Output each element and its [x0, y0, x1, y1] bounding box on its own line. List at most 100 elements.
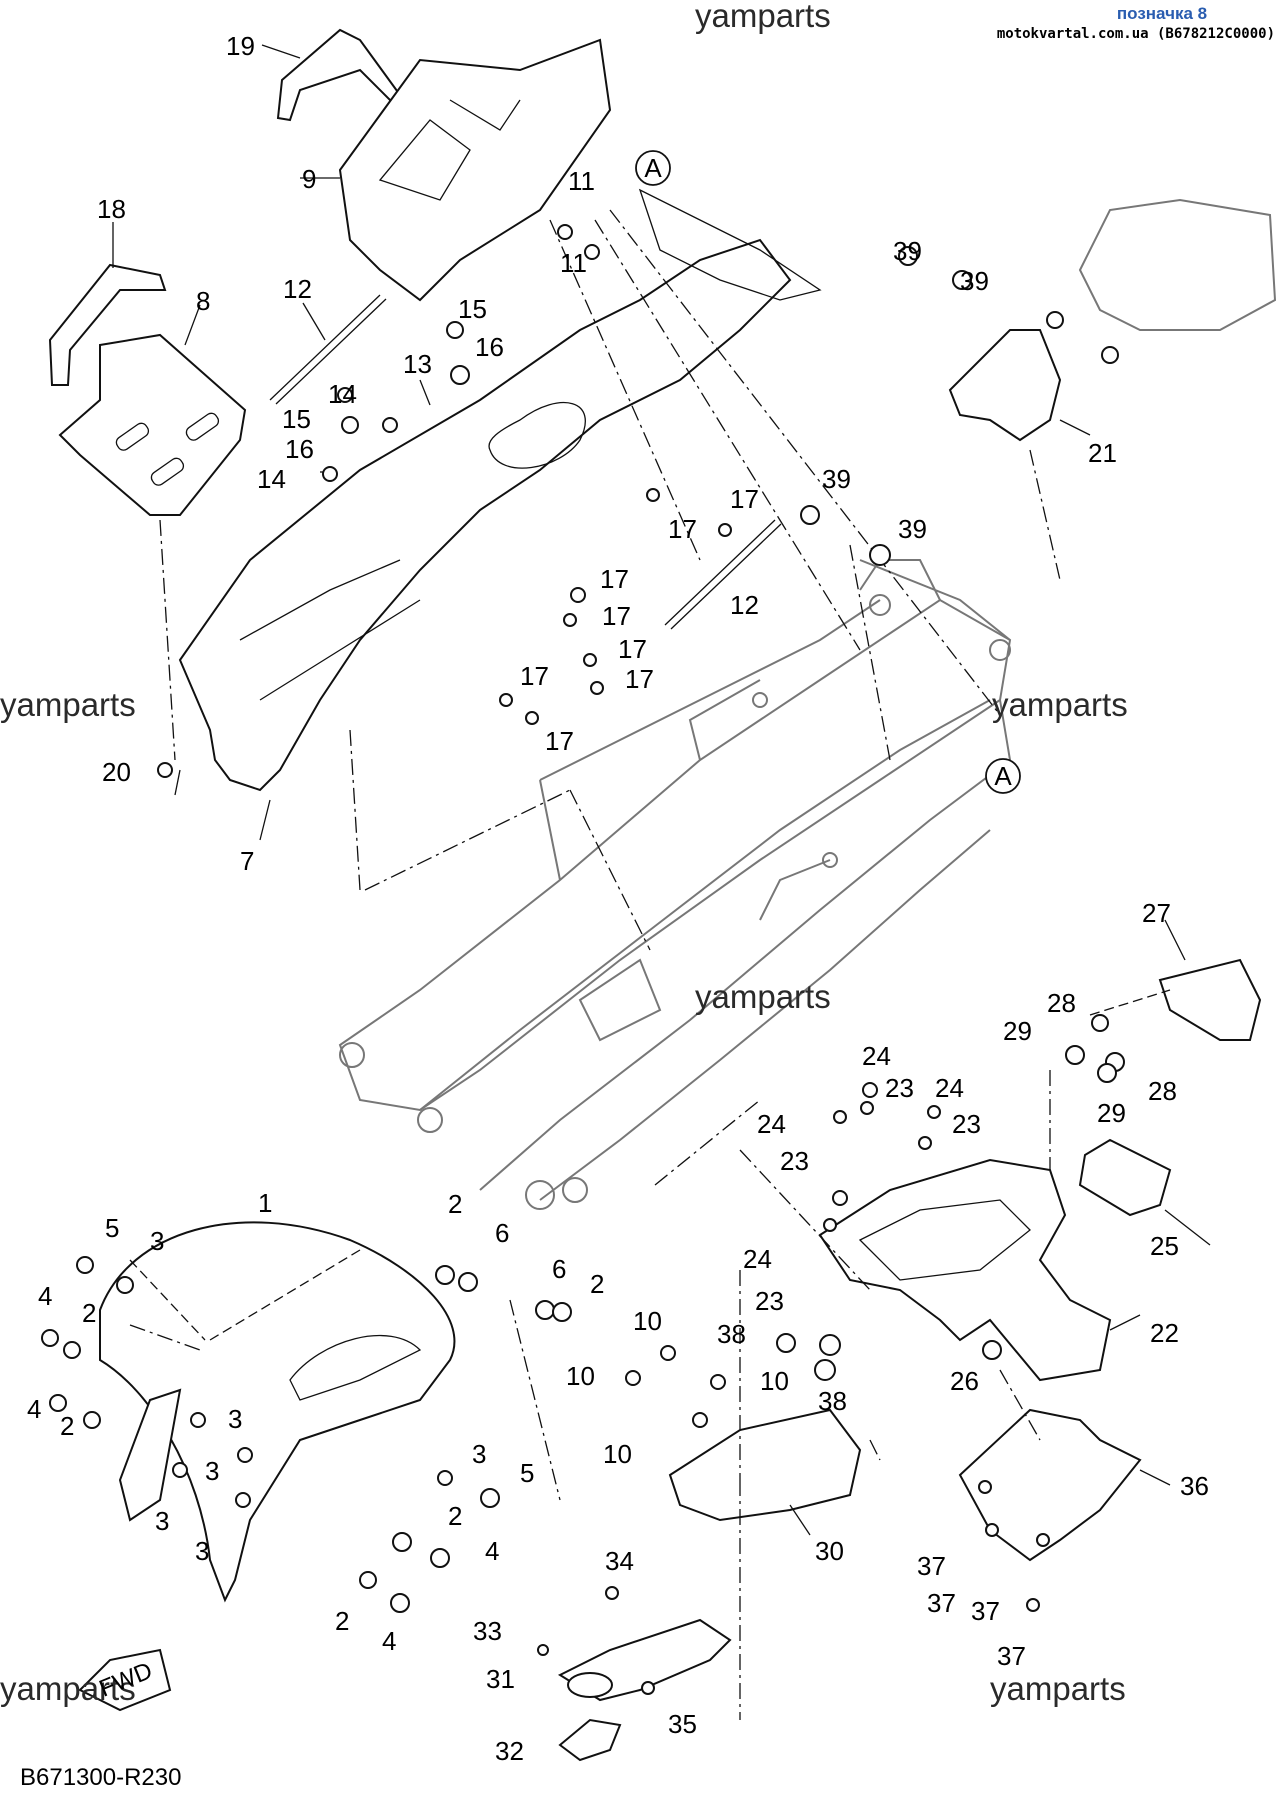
callout-14: 14 — [257, 464, 286, 494]
callout-17: 17 — [520, 661, 549, 691]
callout-3: 3 — [150, 1226, 164, 1256]
part-30-stay — [668, 1408, 862, 1522]
watermark: yamparts — [695, 0, 831, 34]
callout-12: 12 — [283, 274, 312, 304]
callout-4: 4 — [27, 1394, 41, 1424]
part-19-bracket — [276, 28, 402, 122]
callout-4: 4 — [382, 1626, 396, 1656]
callout-10: 10 — [760, 1366, 789, 1396]
callout-37: 37 — [997, 1641, 1026, 1671]
callout-17: 17 — [545, 726, 574, 756]
callout-21: 21 — [1088, 438, 1117, 468]
part-12-rod-left — [269, 294, 381, 401]
callout-6: 6 — [495, 1218, 509, 1248]
callout-22: 22 — [1150, 1318, 1179, 1348]
part-22-tail-section — [818, 1158, 1112, 1382]
ref-marker-a-right: A — [985, 758, 1021, 794]
callout-5: 5 — [520, 1458, 534, 1488]
callout-27: 27 — [1142, 898, 1171, 928]
callout-16: 16 — [475, 332, 504, 362]
callout-29: 29 — [1003, 1016, 1032, 1046]
callout-14: 14 — [328, 379, 357, 409]
callout-2: 2 — [82, 1298, 96, 1328]
callout-15: 15 — [282, 404, 311, 434]
part-21-bracket — [948, 329, 1062, 442]
callout-11: 11 — [560, 248, 587, 278]
callout-38: 38 — [717, 1319, 746, 1349]
hardware — [41, 224, 1125, 1695]
fwd-arrow — [78, 1648, 172, 1712]
callout-6: 6 — [552, 1254, 566, 1284]
ref-marker-a-top: A — [635, 150, 671, 186]
callout-12: 12 — [730, 590, 759, 620]
callout-31: 31 — [486, 1664, 515, 1694]
callout-17: 17 — [625, 664, 654, 694]
parts — [48, 28, 1277, 1762]
callout-3: 3 — [195, 1536, 209, 1566]
callout-17: 17 — [600, 564, 629, 594]
part-7-rear-fender — [178, 238, 792, 792]
callout-17: 17 — [730, 484, 759, 514]
watermark: yamparts — [695, 978, 831, 1015]
callout-9: 9 — [302, 164, 316, 194]
callout-25: 25 — [1150, 1231, 1179, 1261]
callout-39: 39 — [960, 266, 989, 296]
part-25-reflector — [1078, 1138, 1172, 1217]
callout-10: 10 — [566, 1361, 595, 1391]
callout-2: 2 — [448, 1501, 462, 1531]
callout-23: 23 — [952, 1109, 981, 1139]
callouts: 19 9 18 8 12 15 16 13 14 15 16 14 11 11 … — [27, 31, 1209, 1766]
callout-3: 3 — [155, 1506, 169, 1536]
callout-2: 2 — [60, 1411, 74, 1441]
callout-8: 8 — [196, 286, 210, 316]
callout-20: 20 — [102, 757, 131, 787]
diagram-code: B671300-R230 — [20, 1764, 181, 1791]
callout-16: 16 — [285, 434, 314, 464]
header-link[interactable]: позначка 8 — [1116, 4, 1208, 23]
callout-18: 18 — [97, 194, 126, 224]
callout-39: 39 — [893, 236, 922, 266]
callout-39: 39 — [898, 514, 927, 544]
watermark: yamparts — [0, 1670, 136, 1707]
callout-17: 17 — [668, 514, 697, 544]
callout-11: 11 — [568, 166, 595, 196]
callout-23: 23 — [755, 1286, 784, 1316]
callout-19: 19 — [226, 31, 255, 61]
leader-lines — [112, 44, 1211, 1720]
callout-37: 37 — [971, 1596, 1000, 1626]
callout-23: 23 — [780, 1146, 809, 1176]
callout-35: 35 — [668, 1709, 697, 1739]
callout-10: 10 — [633, 1306, 662, 1336]
callout-4: 4 — [485, 1536, 499, 1566]
part-9-cover — [338, 38, 612, 302]
callout-1: 1 — [258, 1188, 272, 1218]
callout-7: 7 — [240, 846, 254, 876]
callout-4: 4 — [38, 1281, 52, 1311]
callout-37: 37 — [927, 1588, 956, 1618]
part-27-tail-light — [1158, 958, 1262, 1041]
callout-3: 3 — [205, 1456, 219, 1486]
callout-13: 13 — [403, 349, 432, 379]
part-12-rod-right — [664, 519, 776, 626]
callout-30: 30 — [815, 1536, 844, 1566]
callout-24: 24 — [743, 1244, 772, 1274]
part-32-bracket — [558, 1718, 622, 1762]
callout-39: 39 — [822, 464, 851, 494]
callout-24: 24 — [862, 1041, 891, 1071]
part-8-tray — [58, 333, 247, 516]
callout-3: 3 — [228, 1404, 242, 1434]
callout-37: 37 — [917, 1551, 946, 1581]
callout-23: 23 — [885, 1073, 914, 1103]
part-36-plate-holder — [958, 1408, 1142, 1562]
callout-10: 10 — [603, 1439, 632, 1469]
callout-2: 2 — [590, 1269, 604, 1299]
callout-28: 28 — [1047, 988, 1076, 1018]
watermark: yamparts — [0, 686, 136, 723]
callout-5: 5 — [105, 1213, 119, 1243]
svg-text:A: A — [994, 761, 1012, 791]
callout-36: 36 — [1180, 1471, 1209, 1501]
part-1-front-fender — [99, 1221, 456, 1603]
header-source: motokvartal.com.ua (B678212C0000) — [996, 26, 1275, 42]
callout-2: 2 — [448, 1189, 462, 1219]
callout-38: 38 — [818, 1386, 847, 1416]
